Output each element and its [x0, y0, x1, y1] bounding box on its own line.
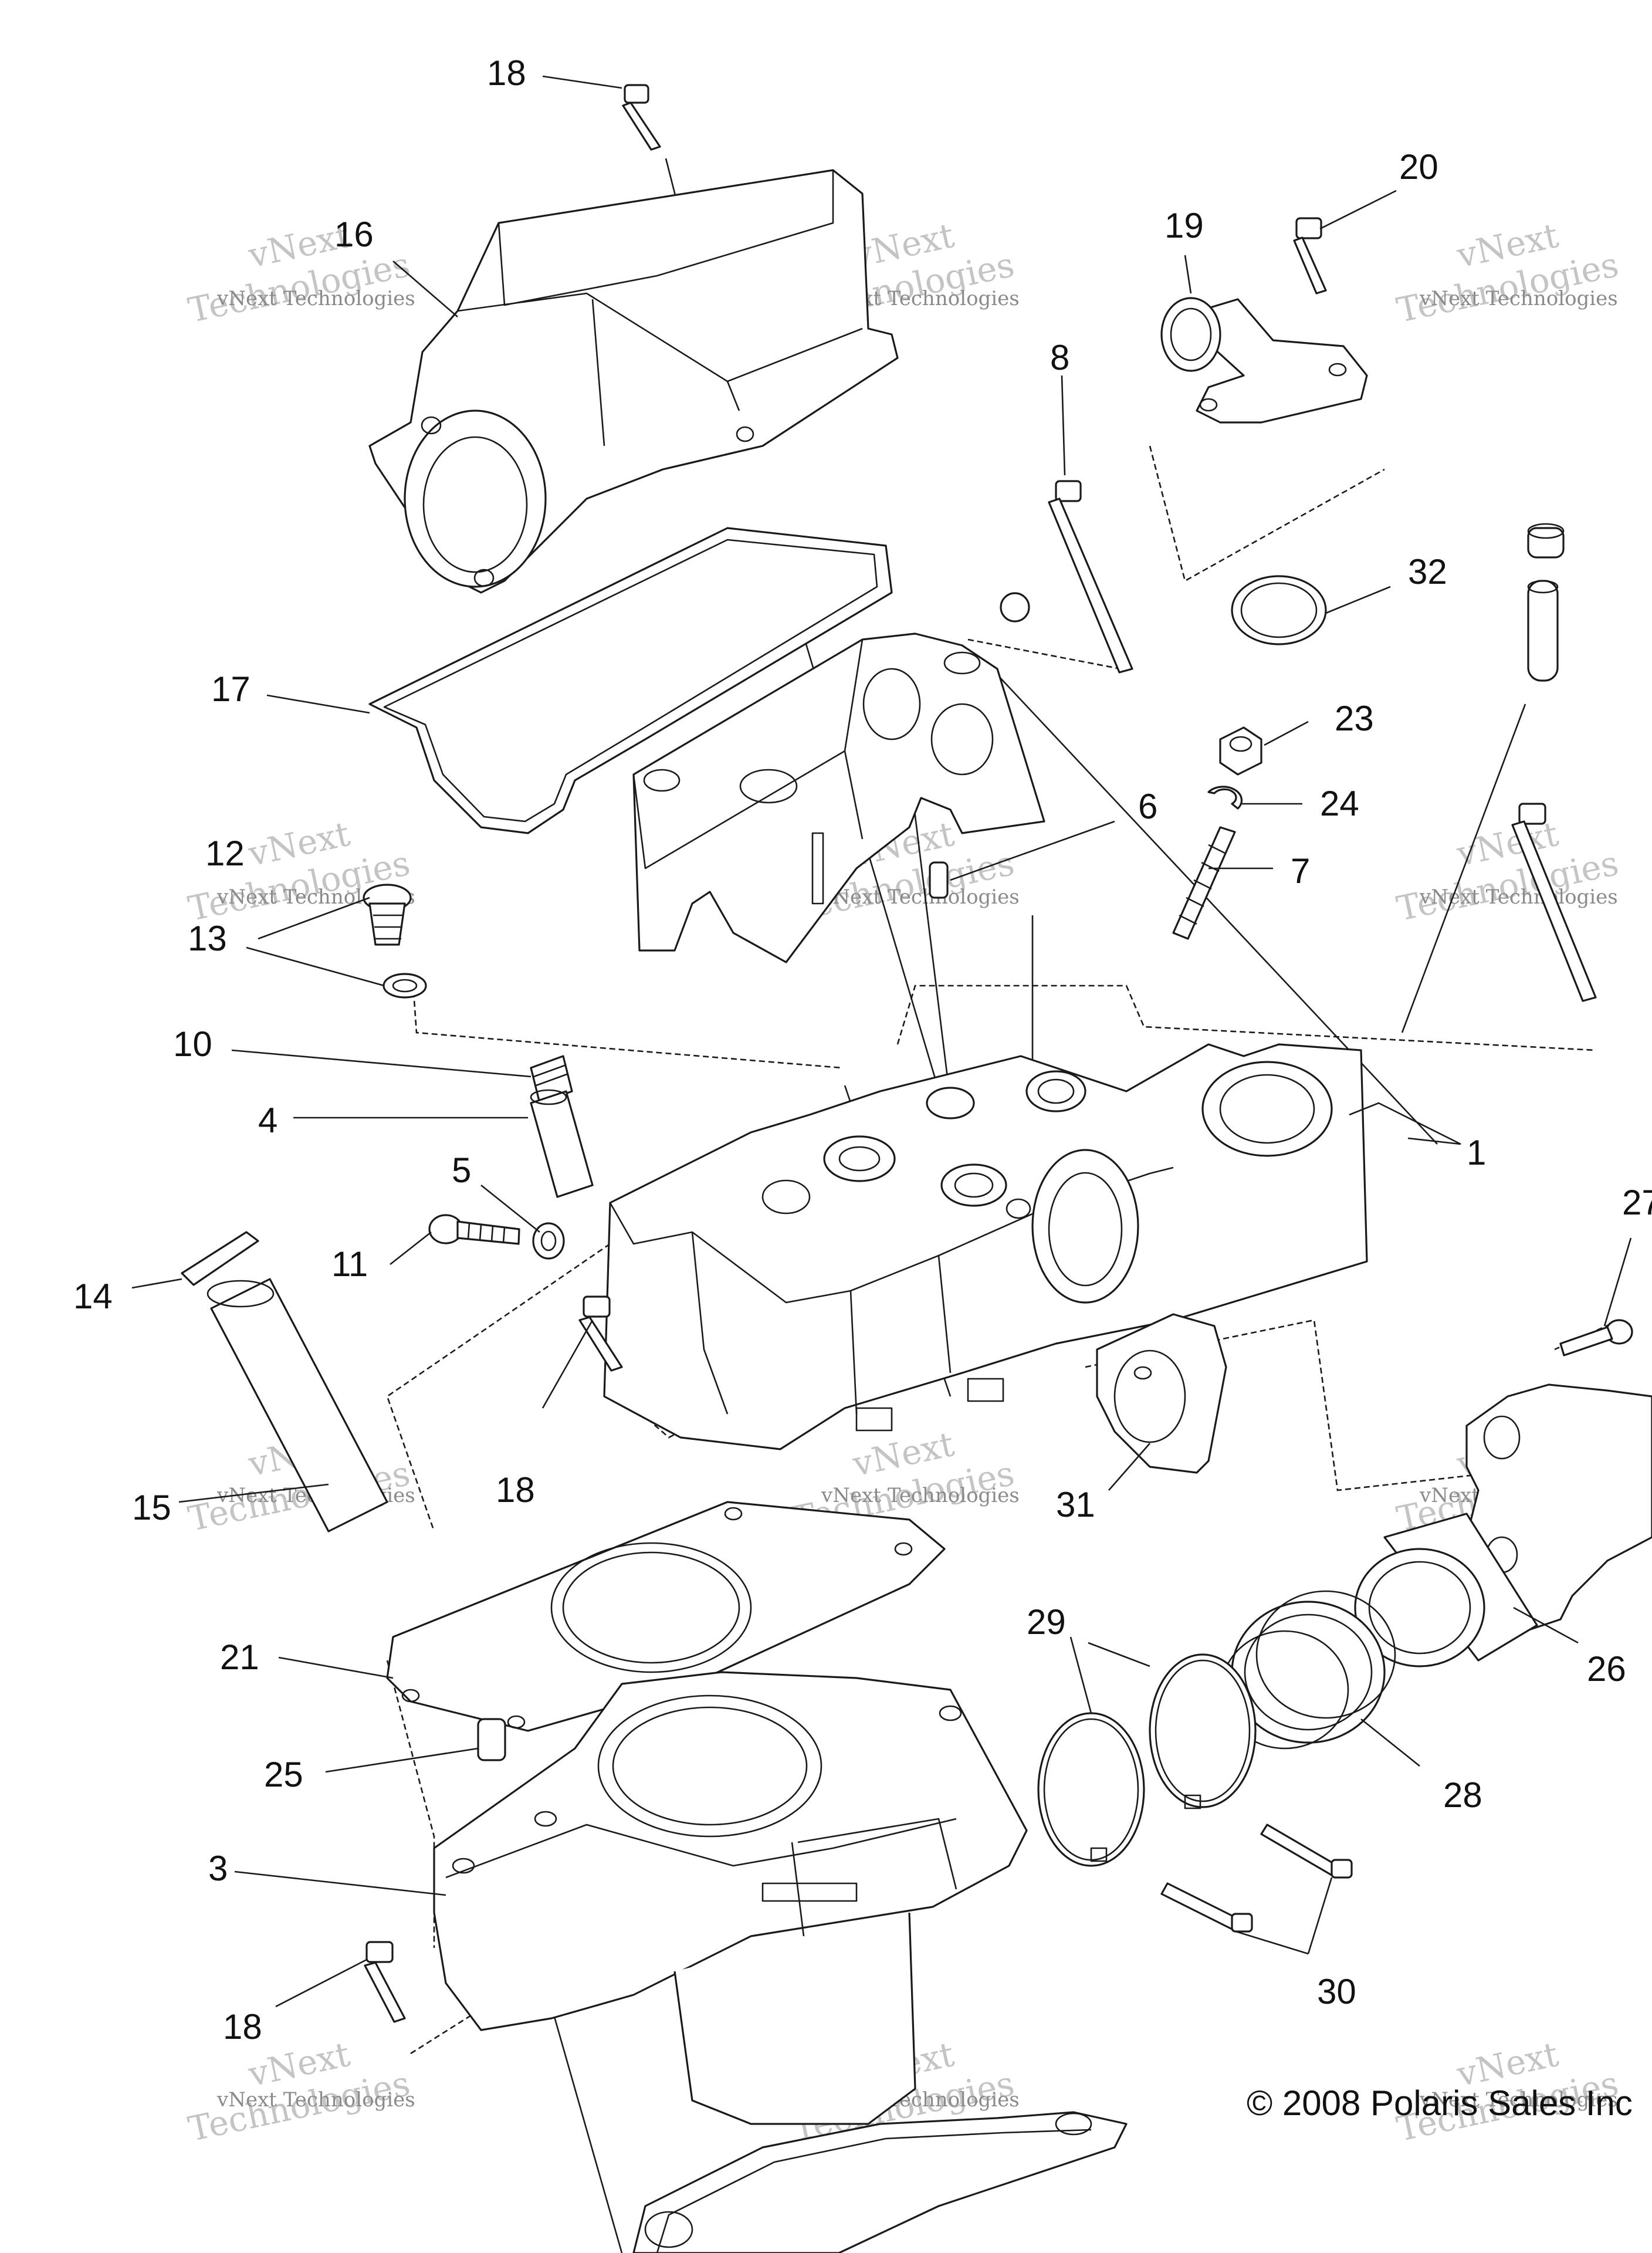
washer: [532, 1222, 565, 1260]
callout-3: 3: [208, 1849, 228, 1888]
bolt: [1293, 217, 1327, 295]
callout-30: 30: [1317, 1972, 1356, 2011]
hose-clamp: [1037, 1712, 1145, 1867]
watermark: vNext Technologies: [1393, 814, 1622, 929]
callout-28: 28: [1443, 1775, 1482, 1815]
valve-seal-right: [1527, 523, 1565, 559]
rubber-coupler: [1220, 1590, 1396, 1750]
spring: [1172, 826, 1236, 940]
clamp-screw: [1260, 1824, 1353, 1879]
plug-ball: [1000, 592, 1030, 623]
callout-8: 8: [1050, 338, 1069, 377]
bolt: [1559, 1319, 1633, 1356]
callout-27: 27: [1622, 1183, 1652, 1222]
callout-13: 13: [188, 919, 227, 958]
watermark-caption: vNext Technologies: [216, 287, 415, 310]
callout-16: 16: [334, 215, 374, 254]
tube-seal: [181, 1231, 259, 1286]
callout-21: 21: [220, 1638, 259, 1677]
cam-carrier: [632, 632, 1045, 963]
bolt: [364, 1941, 406, 2023]
callout-11: 11: [331, 1244, 368, 1284]
callout-25: 25: [264, 1755, 303, 1794]
callout-4: 4: [258, 1101, 277, 1140]
copyright-notice: © 2008 Polaris Sales Inc: [1247, 2083, 1633, 2123]
callout-24: 24: [1320, 784, 1359, 823]
stud: [1511, 803, 1597, 1002]
drain-plug: [363, 884, 412, 946]
watermark-caption: vNext Technologies: [1419, 2088, 1618, 2112]
callout-31: 31: [1056, 1485, 1095, 1524]
callout-6: 6: [1138, 787, 1157, 826]
thermostat-housing: [1160, 297, 1368, 424]
callout-18: 18: [487, 53, 526, 93]
bolt: [428, 1214, 520, 1245]
nut: [1219, 726, 1262, 776]
valve-cover: [368, 169, 899, 594]
valve-cover-gasket: [368, 527, 893, 834]
callout-29: 29: [1027, 1602, 1066, 1642]
exhaust-gasket: [1096, 1313, 1227, 1474]
dowel-pin: [929, 861, 949, 899]
watermark: vNext Technologies: [185, 2034, 414, 2149]
callout-10: 10: [173, 1024, 212, 1064]
callout-14: 14: [73, 1277, 113, 1316]
leader-lines: [131, 75, 1632, 2008]
callout-17: 17: [211, 669, 250, 709]
watermark: vNext Technologies: [1393, 215, 1622, 330]
stud: [1048, 480, 1133, 674]
watermark-caption: vNext Technologies: [821, 885, 1020, 909]
clip: [1207, 786, 1243, 810]
callout-18: 18: [496, 1470, 535, 1510]
callout-19: 19: [1164, 206, 1204, 245]
callout-5: 5: [452, 1151, 471, 1190]
hose-clamp: [1149, 1653, 1257, 1809]
cylinder-head: [603, 1043, 1368, 1450]
watermark: vNext Technologies: [185, 215, 414, 330]
callout-12: 12: [205, 834, 245, 873]
callout-23: 23: [1335, 699, 1374, 738]
o-ring: [1231, 575, 1327, 645]
callout-7: 7: [1291, 851, 1310, 891]
oil-tube: [206, 1278, 388, 1533]
callouts: 18 16 19 20 8 32 17 23 24 6 7 12 13 10 4…: [73, 53, 1652, 2046]
valve-guide-right: [1527, 580, 1559, 682]
watermark-caption: vNext Technologies: [1419, 287, 1618, 310]
callout-26: 26: [1587, 1649, 1626, 1689]
bolt: [578, 1295, 623, 1372]
cylinder: [433, 1671, 1028, 2125]
callout-1: 1: [1467, 1133, 1486, 1172]
watermark-caption: vNext Technologies: [216, 2088, 415, 2112]
exhaust-flange-pipe: [1354, 1383, 1652, 1667]
callout-20: 20: [1399, 147, 1438, 187]
base-gasket: [632, 2111, 1128, 2253]
watermark-caption: vNext Technologies: [1419, 885, 1618, 909]
watermark-caption: vNext Technologies: [821, 1484, 1020, 1507]
sealing-washer: [382, 973, 427, 999]
callout-32: 32: [1408, 552, 1447, 591]
callout-15: 15: [132, 1488, 171, 1527]
dowel: [477, 1718, 506, 1761]
valve-guide: [530, 1089, 594, 1198]
clamp-screw: [1160, 1882, 1253, 1933]
bolt: [622, 84, 661, 151]
callout-18: 18: [223, 2007, 262, 2046]
